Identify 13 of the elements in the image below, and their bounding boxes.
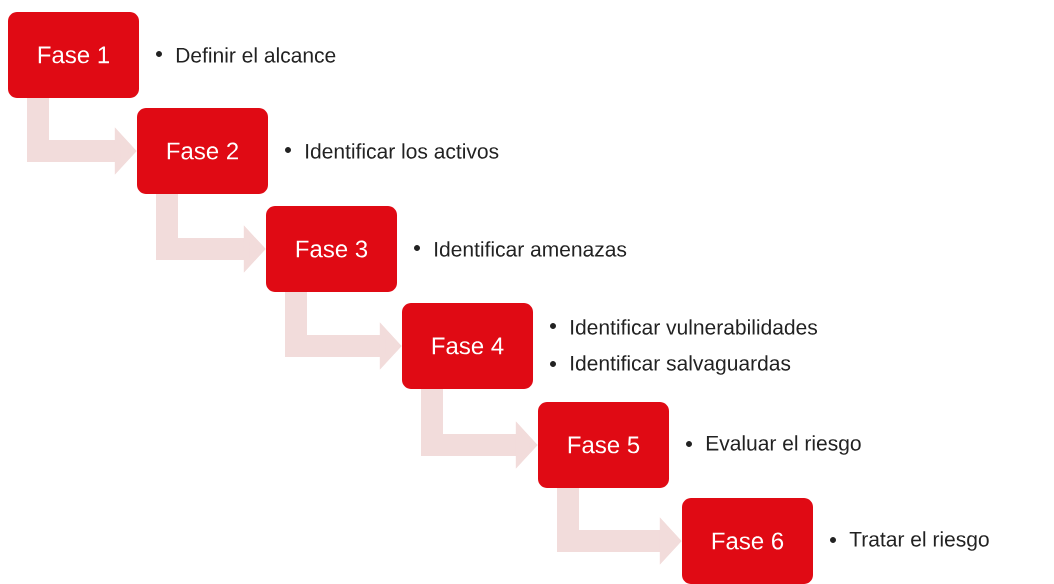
phase-box: Fase 5 <box>538 402 669 488</box>
phase-box: Fase 4 <box>402 303 533 389</box>
bullet-text: Tratar el riesgo <box>849 531 989 551</box>
phase-box: Fase 2 <box>137 108 268 194</box>
bullet-text: Identificar amenazas <box>435 241 627 257</box>
bullet-text: Definir el alcance <box>176 47 336 63</box>
bullet-text: Identificar salvaguardas <box>571 355 791 375</box>
bullet-text: Identificar vulnerabilidades <box>571 319 817 335</box>
phase-box: Fase 6 <box>682 498 813 584</box>
bullet-text: Evaluar el riesgo <box>706 435 861 455</box>
phase-box: Fase 1 <box>8 12 139 98</box>
phase-box: Fase 3 <box>266 206 397 292</box>
bullet-text: Identificar los activos <box>306 143 499 159</box>
